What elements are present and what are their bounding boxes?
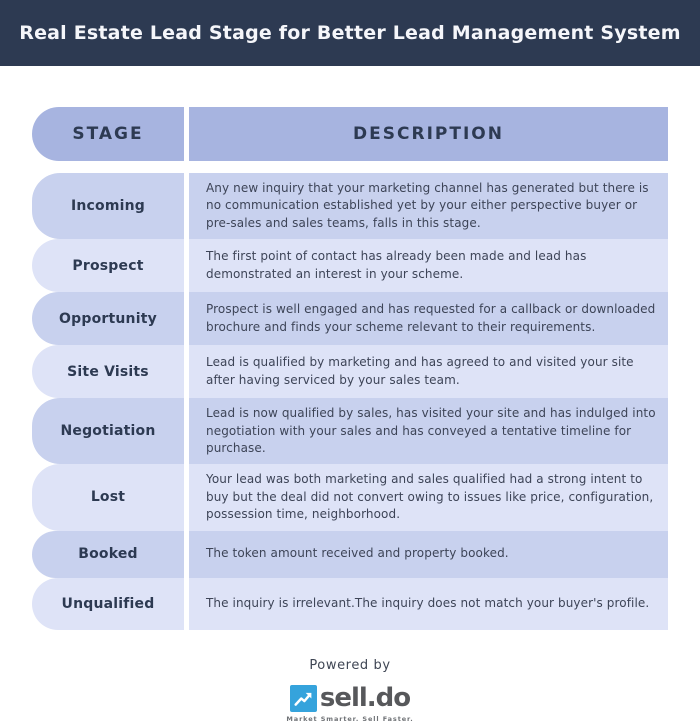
description-cell: Lead is qualified by marketing and has a…: [189, 345, 668, 399]
table-row-negotiation: Negotiation Lead is now qualified by sal…: [32, 398, 668, 465]
stage-label: Opportunity: [59, 310, 157, 327]
selldo-logo-row: sell.do: [289, 683, 411, 714]
description-cell: Your lead was both marketing and sales q…: [189, 464, 668, 531]
description-text: Your lead was both marketing and sales q…: [206, 472, 654, 522]
stage-label: Negotiation: [60, 423, 156, 440]
description-column-label: DESCRIPTION: [353, 124, 504, 144]
description-cell: The first point of contact has already b…: [189, 239, 668, 293]
description-text: Any new inquiry that your marketing chan…: [206, 181, 649, 230]
page-title: Real Estate Lead Stage for Better Lead M…: [19, 22, 681, 44]
powered-by-label: Powered by: [309, 657, 391, 673]
logo-tagline: Market Smarter. Sell Faster.: [286, 714, 414, 723]
stage-cell: Booked: [32, 530, 184, 578]
stage-cell: Opportunity: [32, 292, 184, 346]
column-header-description: DESCRIPTION: [189, 107, 668, 161]
stage-label: Incoming: [70, 198, 146, 215]
table-row-incoming: Incoming Any new inquiry that your marke…: [32, 173, 668, 240]
description-text: The token amount received and property b…: [206, 546, 509, 561]
table-header-row: STAGE DESCRIPTION: [32, 107, 668, 161]
stage-cell: Unqualified: [32, 577, 184, 630]
stage-label: Booked: [78, 546, 138, 563]
trending-up-arrow-icon: [289, 684, 317, 712]
description-cell: Any new inquiry that your marketing chan…: [189, 173, 668, 240]
description-cell: Lead is now qualified by sales, has visi…: [189, 398, 668, 465]
stage-cell: Lost: [32, 464, 184, 531]
stage-cell: Prospect: [32, 239, 184, 293]
lead-stage-table: STAGE DESCRIPTION Incoming Any new inqui…: [32, 107, 668, 630]
stage-label: Unqualified: [61, 595, 155, 612]
column-header-stage: STAGE: [32, 107, 184, 161]
description-text: Prospect is well engaged and has request…: [206, 302, 656, 334]
table-row-lost: Lost Your lead was both marketing and sa…: [32, 464, 668, 531]
description-cell: Prospect is well engaged and has request…: [189, 292, 668, 346]
stage-label: Prospect: [72, 257, 144, 274]
description-text: Lead is now qualified by sales, has visi…: [206, 406, 656, 455]
footer: Powered by sell.do Market Smarter. Sell …: [0, 658, 700, 723]
selldo-logo: sell.do Market Smarter. Sell Faster.: [286, 683, 414, 723]
title-banner: Real Estate Lead Stage for Better Lead M…: [0, 0, 700, 66]
stage-label: Lost: [90, 489, 126, 506]
table-row-site-visits: Site Visits Lead is qualified by marketi…: [32, 345, 668, 399]
stage-cell: Negotiation: [32, 398, 184, 465]
table-row-prospect: Prospect The first point of contact has …: [32, 239, 668, 293]
selldo-logo-text: sell.do: [319, 683, 411, 714]
description-text: The first point of contact has already b…: [206, 249, 587, 281]
description-cell: The inquiry is irrelevant.The inquiry do…: [189, 577, 668, 630]
description-text: The inquiry is irrelevant.The inquiry do…: [206, 595, 650, 610]
stage-label: Site Visits: [67, 363, 149, 380]
table-row-unqualified: Unqualified The inquiry is irrelevant.Th…: [32, 577, 668, 630]
table-row-booked: Booked The token amount received and pro…: [32, 530, 668, 578]
stage-cell: Incoming: [32, 173, 184, 240]
description-text: Lead is qualified by marketing and has a…: [206, 355, 634, 387]
table-row-opportunity: Opportunity Prospect is well engaged and…: [32, 292, 668, 346]
stage-cell: Site Visits: [32, 345, 184, 399]
description-cell: The token amount received and property b…: [189, 530, 668, 578]
stage-column-label: STAGE: [72, 124, 144, 144]
